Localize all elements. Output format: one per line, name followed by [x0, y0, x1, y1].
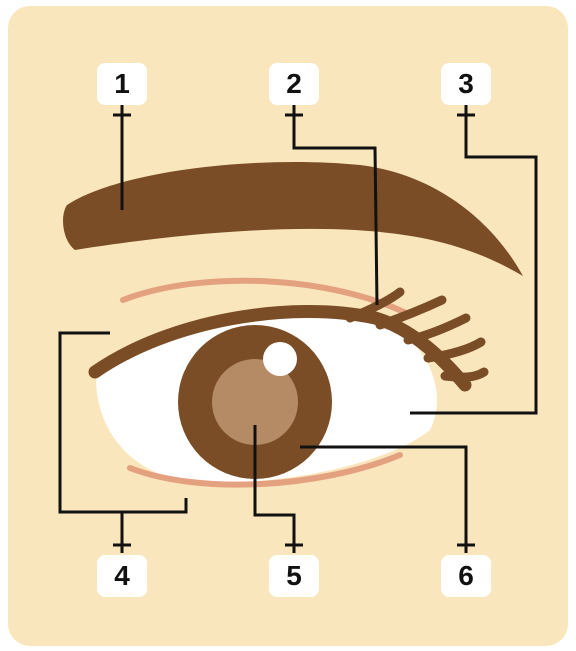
label-4: 4 [97, 555, 147, 597]
label-3-number: 3 [458, 68, 474, 100]
label-4-number: 4 [114, 560, 130, 592]
label-6-number: 6 [458, 560, 474, 592]
eye-highlight [263, 342, 297, 376]
label-1: 1 [97, 63, 147, 105]
label-1-number: 1 [114, 68, 130, 100]
label-5: 5 [269, 555, 319, 597]
label-2-number: 2 [286, 68, 302, 100]
label-6: 6 [441, 555, 491, 597]
label-2: 2 [269, 63, 319, 105]
label-3: 3 [441, 63, 491, 105]
label-5-number: 5 [286, 560, 302, 592]
